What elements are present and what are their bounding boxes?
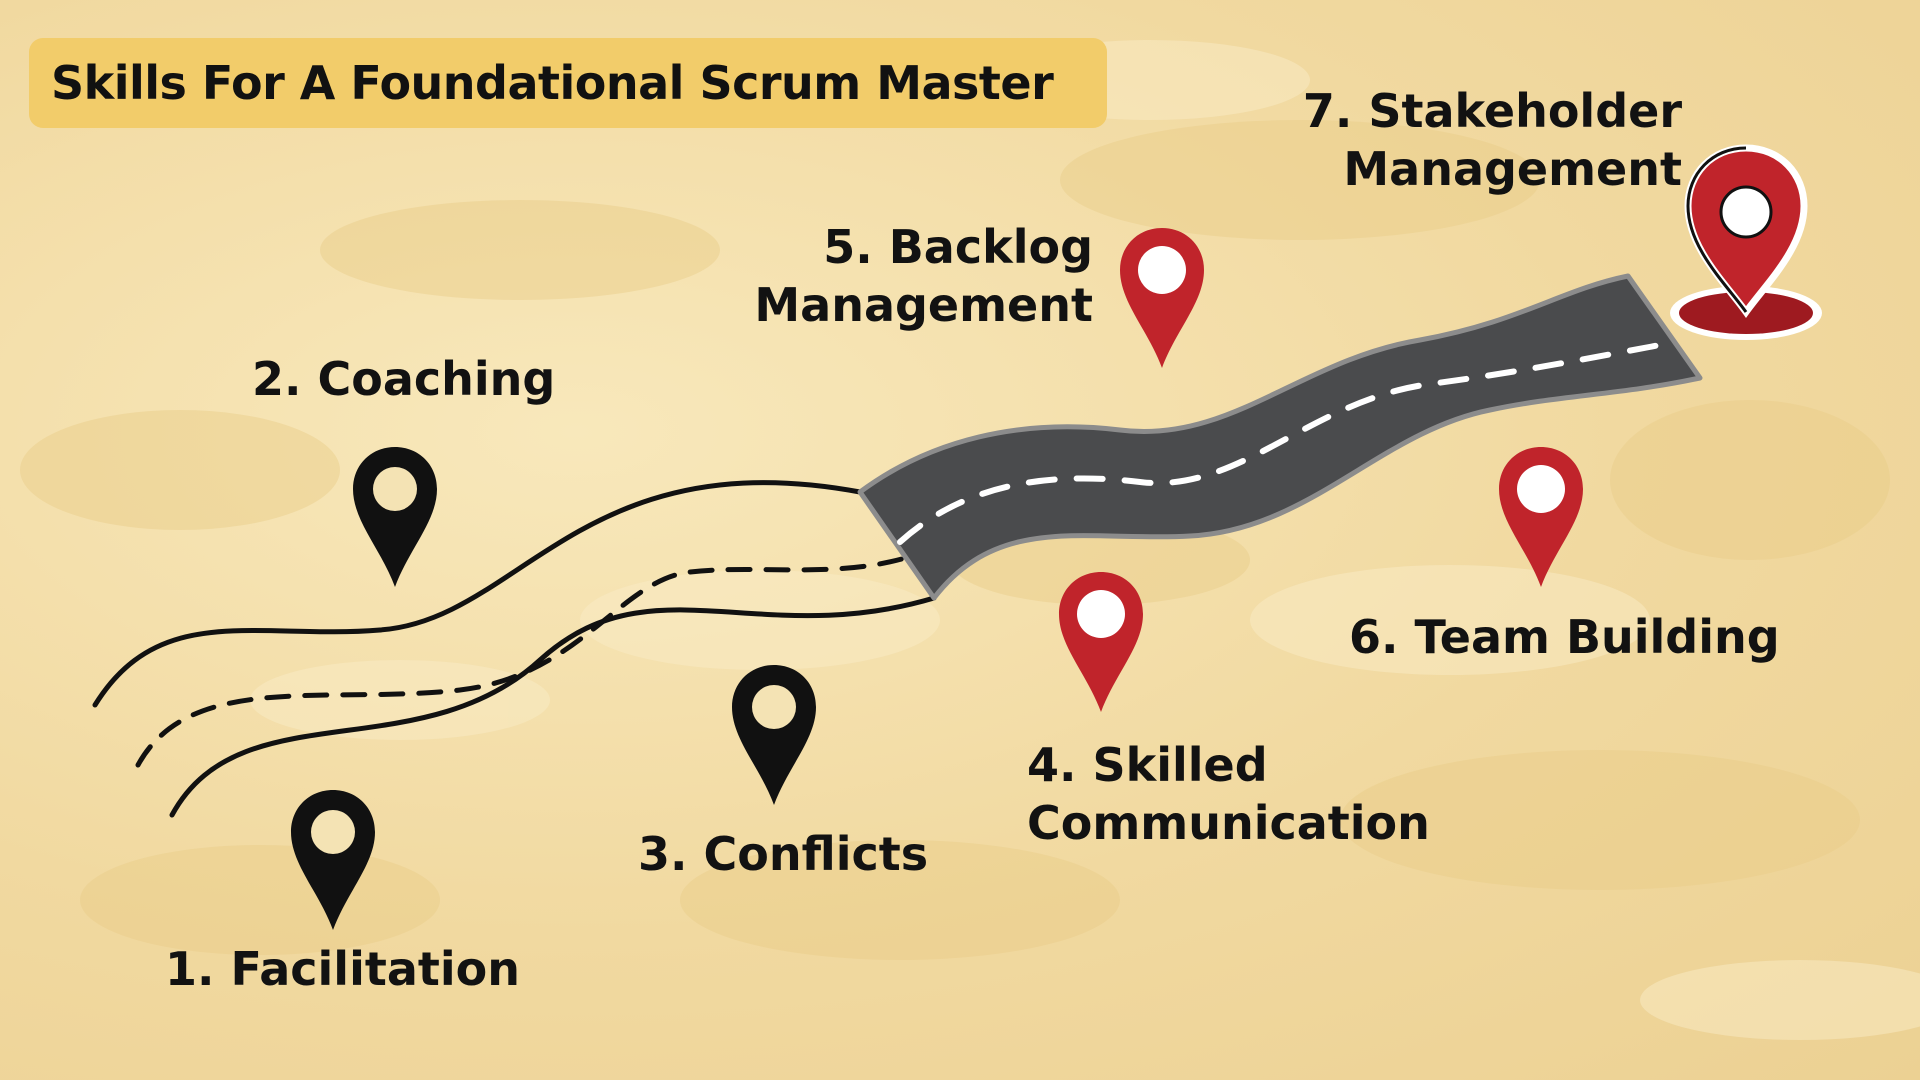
skill-7-label: 7. Stakeholder Management (1300, 82, 1682, 198)
destination-pin-icon (1670, 148, 1822, 340)
skill-4-label: 4. Skilled Communication (1027, 736, 1430, 852)
path-upper-edge (95, 483, 860, 705)
skill-4-pin-icon (1059, 572, 1143, 712)
skill-3-label: 3. Conflicts (638, 825, 928, 883)
skill-6-label: 6. Team Building (1349, 608, 1780, 666)
skill-1-label: 1. Facilitation (165, 940, 520, 998)
skill-2-label: 2. Coaching (252, 350, 555, 408)
skill-2-pin-icon (353, 447, 437, 587)
skill-6-pin-icon (1499, 447, 1583, 587)
skill-5-label: 5. Backlog Management (745, 218, 1093, 334)
skill-1-pin-icon (291, 790, 375, 930)
skill-5-pin-icon (1120, 228, 1204, 368)
sketched-path (95, 483, 934, 815)
skill-3-pin-icon (732, 665, 816, 805)
